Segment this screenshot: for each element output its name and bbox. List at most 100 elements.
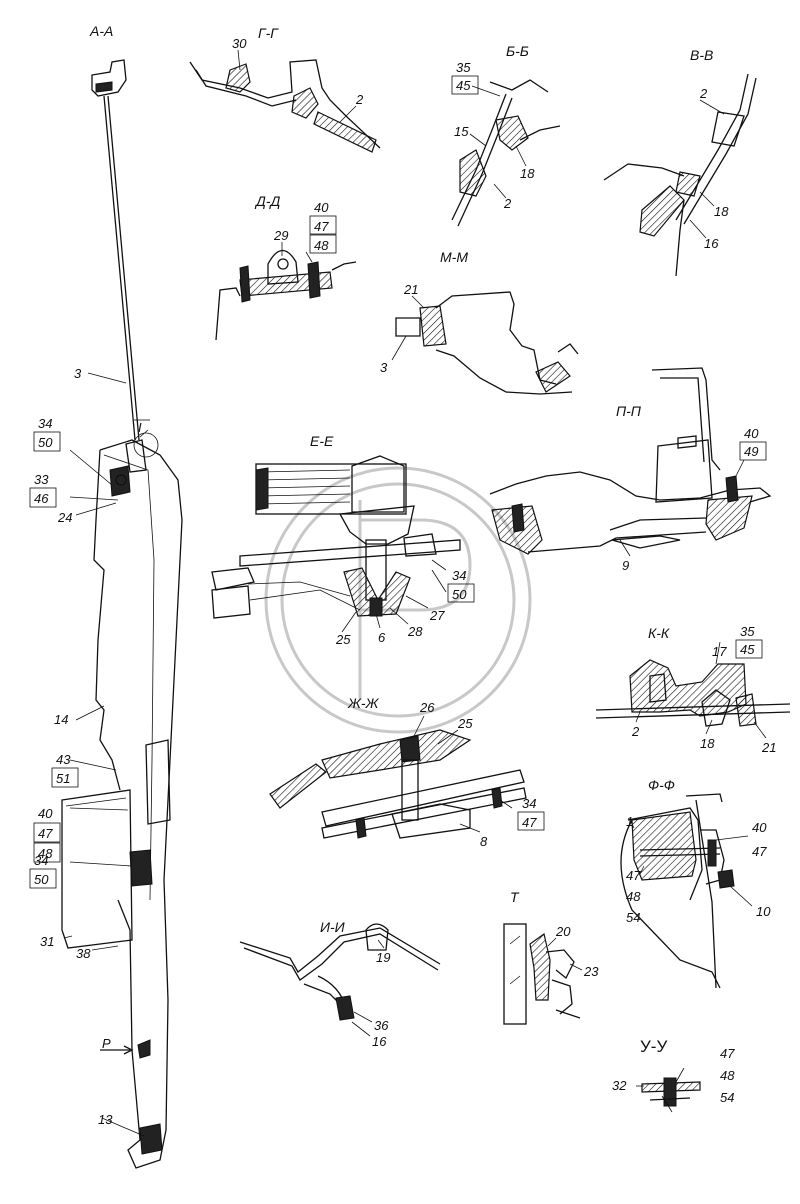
- callout: 3: [380, 360, 388, 375]
- callout-box: [33, 431, 61, 452]
- section-mm-drawing: [391, 291, 579, 395]
- callout: 31: [40, 934, 54, 949]
- callout: 2: [355, 92, 364, 107]
- callout: 9: [622, 558, 629, 573]
- section-title-mm: М-М: [440, 249, 468, 265]
- callout: 47: [38, 826, 53, 841]
- callout: 48: [314, 238, 329, 253]
- callout: 50: [34, 872, 49, 887]
- callout: 15: [454, 124, 469, 139]
- section-ff-drawing: [620, 793, 753, 989]
- callout: 18: [700, 736, 715, 751]
- callout-box: [33, 842, 61, 863]
- callout: 28: [407, 624, 423, 639]
- callout: 10: [756, 904, 771, 919]
- callout: 40: [744, 426, 759, 441]
- callout: 47: [522, 815, 537, 830]
- callout: 54: [720, 1090, 734, 1105]
- callout-box: [33, 822, 61, 843]
- section-title-dd: Д-Д: [254, 193, 281, 209]
- callout: 34: [452, 568, 466, 583]
- callout: 40: [314, 200, 329, 215]
- callout-box: [51, 767, 79, 788]
- callout: 25: [457, 716, 473, 731]
- callout: 23: [583, 964, 599, 979]
- callout: 47: [626, 868, 641, 883]
- callout: 51: [56, 771, 70, 786]
- callout: 21: [761, 740, 776, 755]
- callout: 13: [98, 1112, 113, 1127]
- callout-box: [309, 234, 337, 254]
- callout: 1: [626, 814, 633, 829]
- section-title-uu: У-У: [640, 1037, 667, 1056]
- callout-box: [451, 75, 479, 95]
- detail-marker-i: I: [138, 420, 142, 435]
- callout: 47: [720, 1046, 735, 1061]
- callout: 2: [503, 196, 512, 211]
- callout: 8: [480, 834, 488, 849]
- callout: 45: [740, 642, 755, 657]
- callout: 48: [38, 846, 53, 861]
- section-gg-drawing: [189, 49, 381, 153]
- callout: 35: [740, 624, 755, 639]
- callout: 26: [419, 700, 435, 715]
- section-title-kk: К-К: [648, 625, 670, 641]
- callout-box: [309, 215, 337, 235]
- callout-box: [29, 868, 57, 889]
- callout: 46: [34, 491, 49, 506]
- callout-box: [517, 811, 545, 831]
- callout: 25: [335, 632, 351, 647]
- callout: 34: [34, 853, 48, 868]
- section-uu-drawing: [636, 1067, 701, 1113]
- section-title-t: Т: [510, 889, 520, 905]
- callout: 35: [456, 60, 471, 75]
- callout: 20: [555, 924, 571, 939]
- callout: 38: [76, 946, 91, 961]
- detail-marker-circle: [133, 432, 159, 458]
- callout: 29: [273, 228, 288, 243]
- callout-box: [739, 441, 767, 461]
- callout: 34: [522, 796, 536, 811]
- callout-box: [735, 639, 763, 659]
- callout: 50: [452, 587, 467, 602]
- section-vv-drawing: [603, 73, 757, 277]
- callout: 54: [626, 910, 640, 925]
- callout: 40: [38, 806, 53, 821]
- callout: 47: [314, 219, 329, 234]
- callout: 16: [704, 236, 719, 251]
- callout-box: [447, 583, 475, 603]
- callout: 45: [456, 78, 471, 93]
- callout: 18: [520, 166, 535, 181]
- callout: 6: [378, 630, 386, 645]
- section-aa-drawing: [61, 59, 183, 1169]
- section-title-vv: В-В: [690, 47, 713, 63]
- callout: 32: [612, 1078, 627, 1093]
- section-title-ii: И-И: [320, 919, 346, 935]
- callout: 24: [57, 510, 72, 525]
- callout: 2: [699, 86, 708, 101]
- callout: 36: [374, 1018, 389, 1033]
- callout: 48: [626, 889, 641, 904]
- callout: 40: [752, 820, 767, 835]
- section-ii-drawing: [239, 923, 441, 1037]
- section-title-gg: Г-Г: [258, 25, 279, 41]
- callout: 19: [376, 950, 390, 965]
- callout: 16: [372, 1034, 387, 1049]
- callout: 49: [744, 444, 758, 459]
- section-title-zhzh: Ж-Ж: [347, 695, 380, 711]
- callout: 27: [429, 608, 445, 623]
- section-pp-drawing: [489, 367, 772, 557]
- callout: 48: [720, 1068, 735, 1083]
- view-arrow-label-p: Р: [102, 1036, 111, 1051]
- callout: 43: [56, 752, 71, 767]
- callout: 14: [54, 712, 68, 727]
- section-dd-drawing: [215, 242, 357, 341]
- section-ee-drawing: [211, 455, 461, 633]
- section-bb-drawing: [451, 79, 561, 227]
- section-kk-drawing: [595, 641, 791, 739]
- section-title-ee: Е-Е: [310, 433, 334, 449]
- section-title-ff: Ф-Ф: [648, 777, 675, 793]
- section-title-bb: Б-Б: [506, 43, 529, 59]
- callout: 2: [631, 724, 640, 739]
